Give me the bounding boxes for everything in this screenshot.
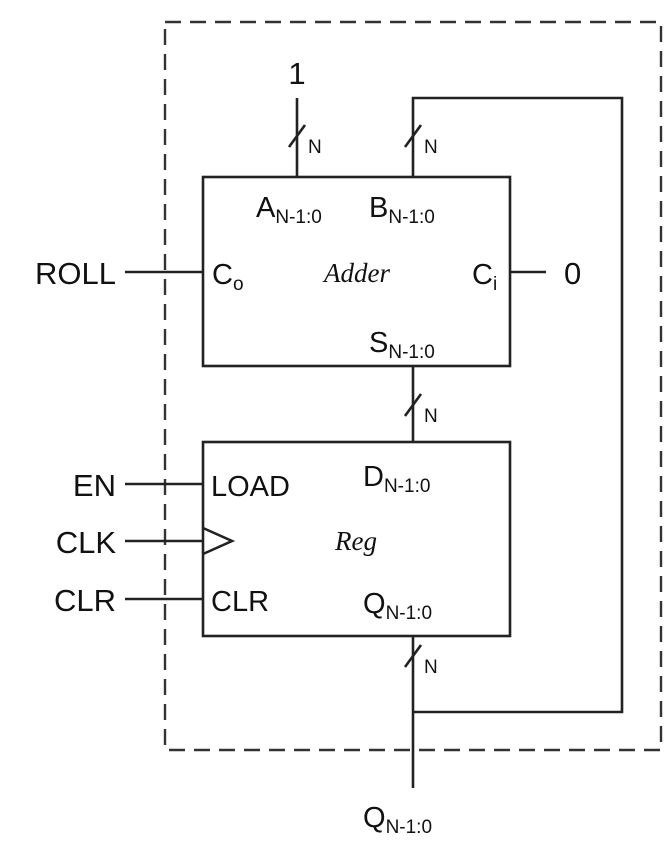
bus-width-a: N [308,137,322,158]
adder-port-s: SN-1:0 [369,327,435,363]
register-block [201,440,512,638]
adder-title: Adder [322,258,390,288]
bus-width-s: N [424,406,438,427]
reg-title: Reg [334,526,377,556]
feedback-wire [411,96,624,714]
reg-port-clr: CLR [211,586,269,618]
reg-port-load: LOAD [211,471,290,503]
bus-slash-s [403,393,423,417]
clock-triangle-icon [202,526,236,556]
bus-slash-b [403,124,423,148]
output-q-label: QN-1:0 [363,802,432,838]
bus-slash-q [403,644,423,668]
bus-width-b: N [424,137,438,158]
input-clk-label: CLK [56,525,117,560]
adder-port-a: AN-1:0 [256,192,322,228]
adder-port-co: Co [212,259,244,295]
bus-slash-a [287,124,307,148]
input-clr-label: CLR [54,583,116,618]
input-roll-label: ROLL [35,256,116,291]
reg-port-q: QN-1:0 [363,588,432,624]
input-zero-label: 0 [564,256,581,291]
adder-block [201,175,512,368]
reg-port-d: DN-1:0 [363,461,430,497]
module-boundary [163,20,663,752]
input-en-label: EN [73,468,116,503]
bus-width-q: N [424,657,438,678]
adder-port-b: BN-1:0 [369,192,435,228]
adder-port-ci: Ci [472,259,497,295]
input-one-label: 1 [288,56,305,91]
